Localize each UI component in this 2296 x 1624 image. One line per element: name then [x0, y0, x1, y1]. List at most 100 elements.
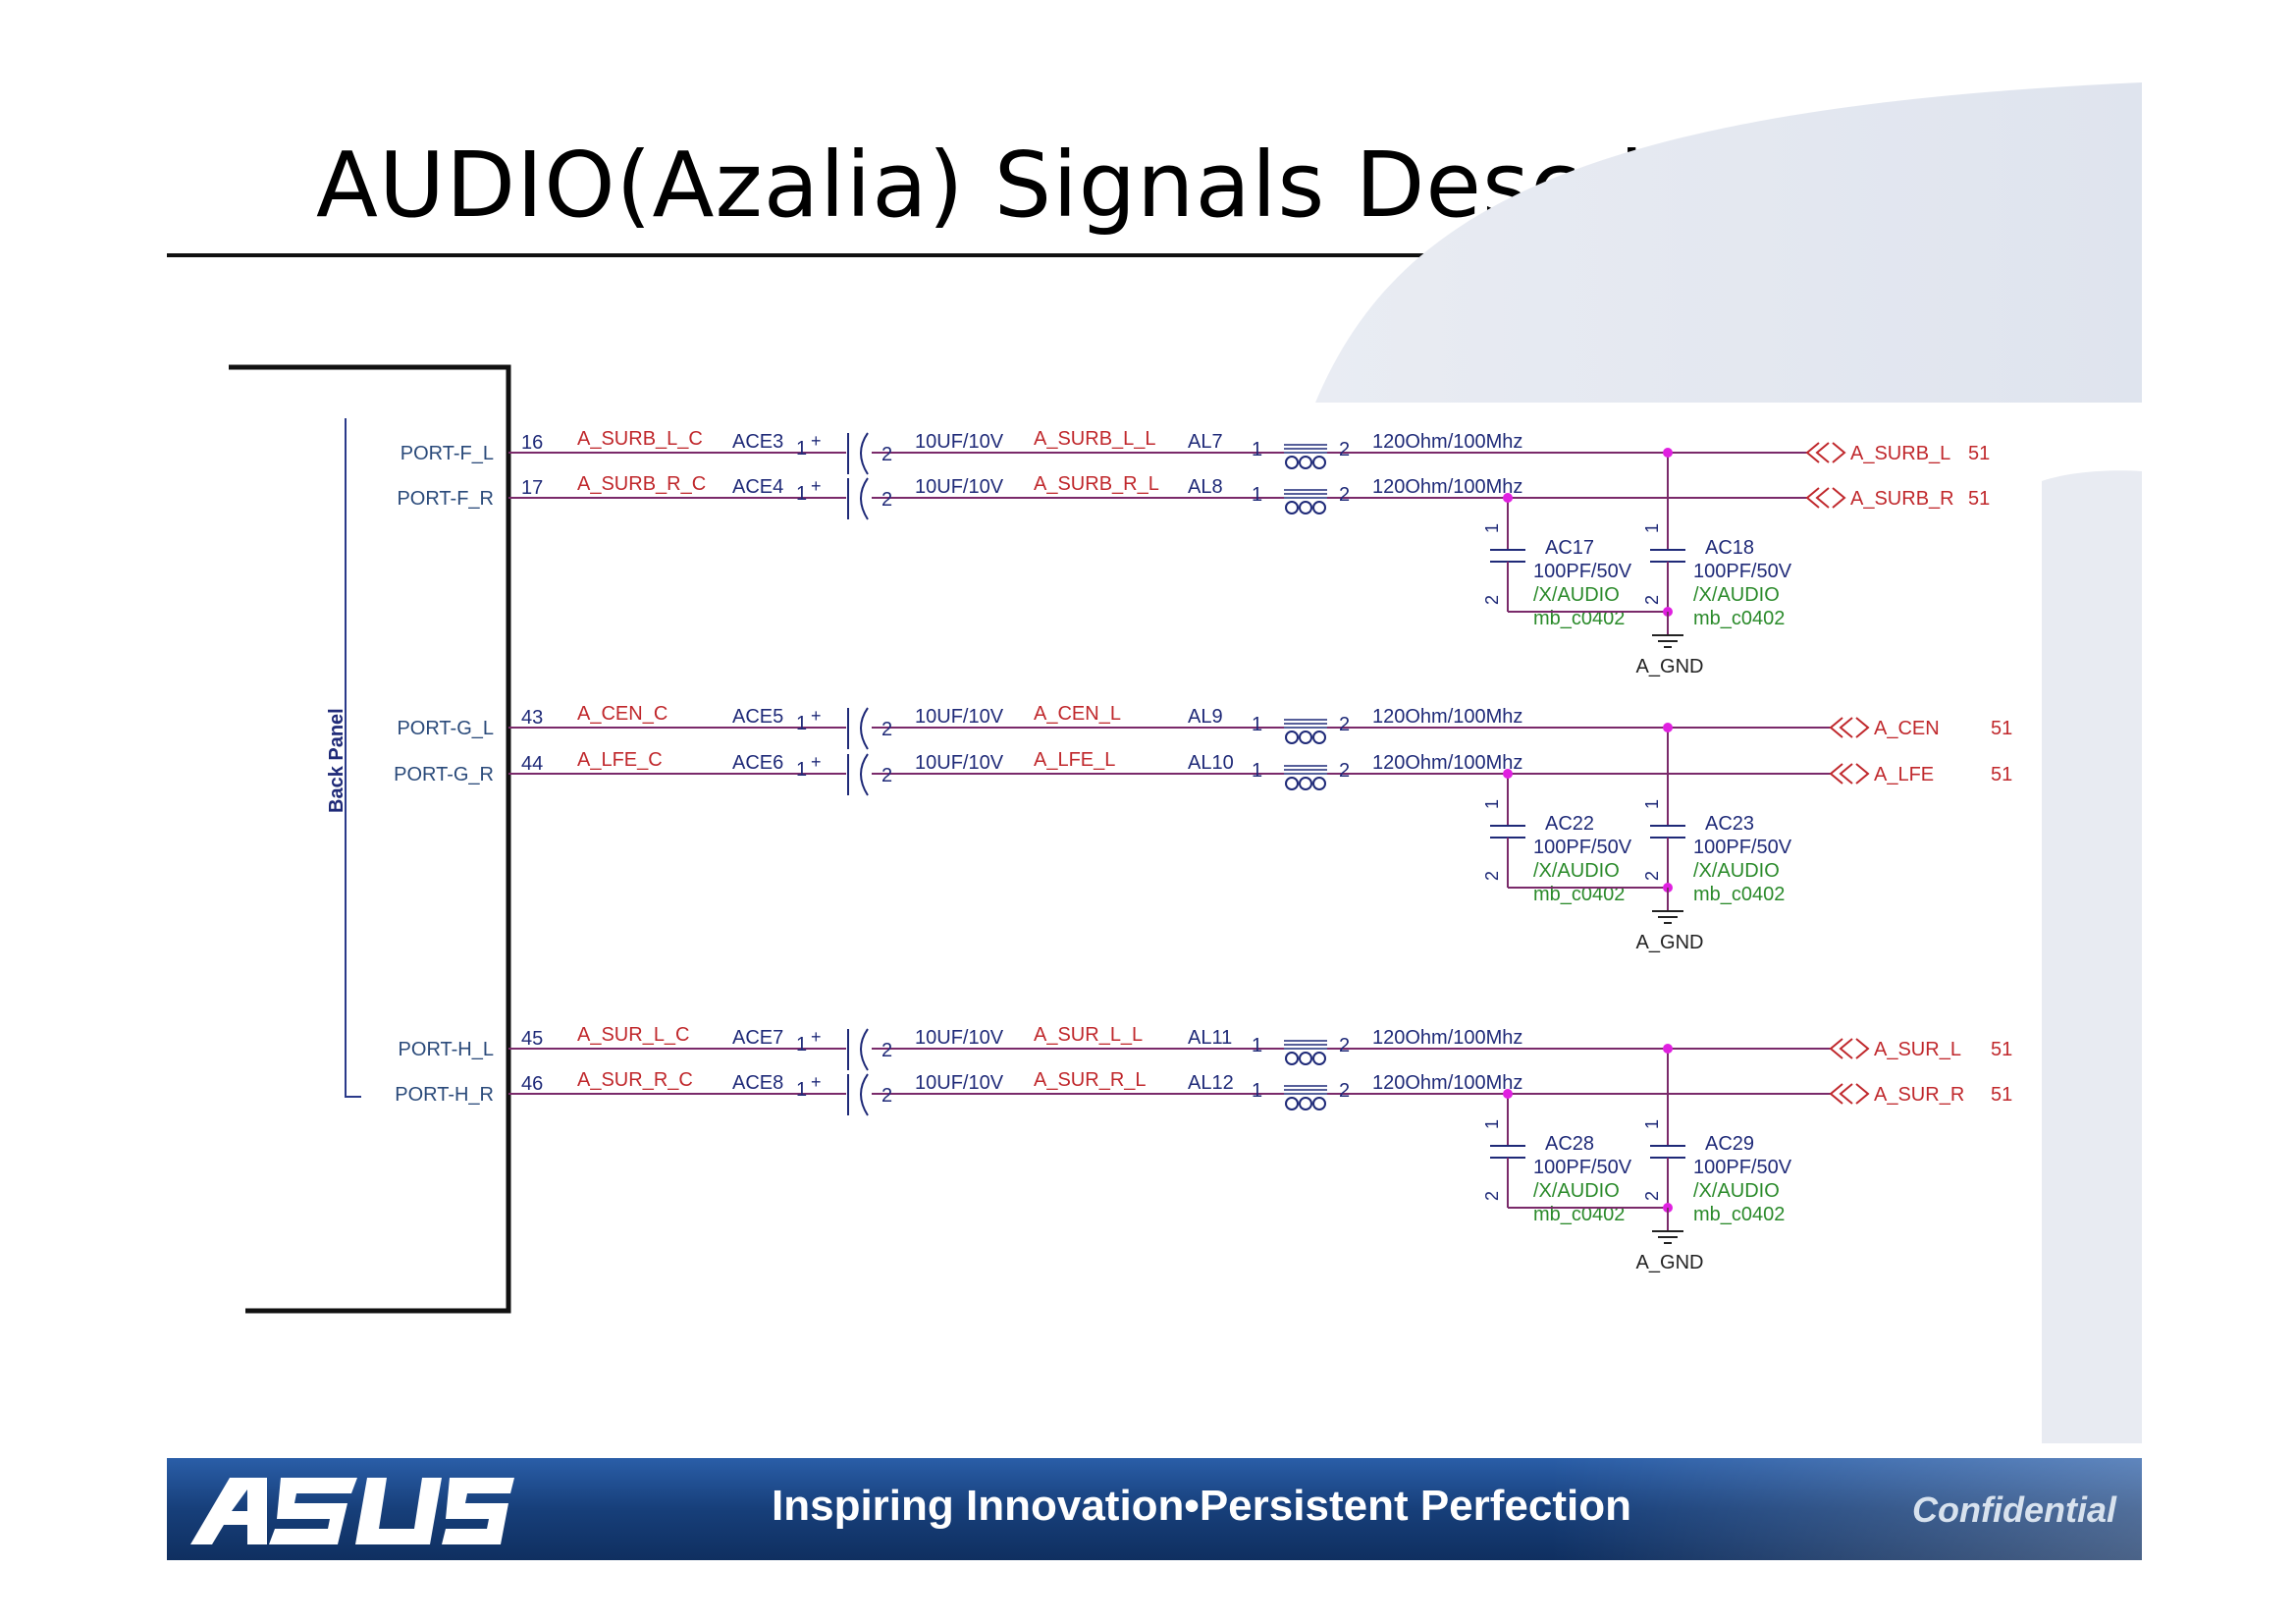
filter-cap-footprint: mb_c0402	[1533, 1204, 1625, 1225]
component-ref: AL8	[1188, 476, 1223, 498]
cap-plate-curved	[860, 1028, 869, 1071]
net-label: A_SURB_L_C	[577, 428, 703, 450]
filter-cap-variant: /X/AUDIO	[1693, 1180, 1780, 1202]
off-page-connector	[1805, 487, 1846, 509]
pin-number: 1	[1252, 484, 1262, 506]
back-panel-bracket-line	[345, 418, 361, 1098]
plus-sign: +	[811, 476, 822, 496]
bead-coil	[1312, 1052, 1326, 1065]
bead-coil	[1299, 777, 1312, 790]
net-label: A_LFE_C	[577, 749, 663, 771]
component-ref: ACE4	[732, 476, 783, 498]
net-label: A_SURB_R_L	[1034, 473, 1159, 495]
filter-cap-value: 100PF/50V	[1533, 561, 1632, 582]
off-page-connector	[1829, 1038, 1870, 1059]
net-label: A_CEN_C	[577, 703, 667, 725]
ground-label: A_GND	[1636, 656, 1704, 677]
off-page-net-label: A_SURB_L	[1850, 443, 1950, 464]
page-reference: 51	[1991, 764, 2012, 785]
port-label: PORT-G_R	[394, 764, 494, 785]
cap-plate-curved	[860, 1073, 869, 1116]
filter-cap-variant: /X/AUDIO	[1693, 860, 1780, 882]
ground-label: A_GND	[1636, 932, 1704, 953]
component-ref: ACE3	[732, 431, 783, 453]
filter-cap-footprint: mb_c0402	[1533, 884, 1625, 905]
pin-number: 1	[796, 438, 807, 460]
filter-cap-value: 100PF/50V	[1693, 837, 1792, 858]
pin-number: 2	[1482, 1191, 1502, 1201]
filter-cap-variant: /X/AUDIO	[1693, 584, 1780, 606]
pin-number: 44	[521, 753, 543, 775]
plus-sign: +	[811, 706, 822, 726]
pin-number: 16	[521, 432, 543, 454]
filter-cap-value: 100PF/50V	[1693, 561, 1792, 582]
filter-cap-value: 100PF/50V	[1533, 1157, 1632, 1178]
pin-number: 1	[1252, 714, 1262, 735]
pin-number: 43	[521, 707, 543, 729]
junction-dot	[1663, 1044, 1673, 1054]
pin-number: 2	[881, 1085, 892, 1107]
pin-number: 1	[1642, 799, 1662, 809]
off-page-net-label: A_SUR_L	[1874, 1039, 1961, 1060]
back-panel-label: Back Panel	[326, 708, 347, 813]
pin-number: 2	[1482, 595, 1502, 605]
filter-block: 12AC17100PF/50V/X/AUDIOmb_c040212AC18100…	[1482, 448, 1792, 677]
page-reference: 51	[1968, 488, 1990, 510]
bead-coil	[1312, 501, 1326, 514]
pin-number: 2	[881, 444, 892, 465]
cap-plate-curved	[860, 753, 869, 796]
ground-symbol	[1652, 1230, 1683, 1244]
component-ref: AL9	[1188, 706, 1223, 728]
asus-logo: ASUS	[190, 1478, 514, 1544]
net-label: A_LFE_L	[1034, 749, 1115, 771]
confidential-label: Confidential	[1912, 1489, 2116, 1530]
filter-cap-ref: AC22	[1545, 813, 1594, 835]
junction-dot	[1663, 448, 1673, 458]
pin-number: 1	[1482, 799, 1502, 809]
port-label: PORT-H_L	[399, 1039, 494, 1060]
filter-cap-variant: /X/AUDIO	[1533, 1180, 1620, 1202]
filter-cap-footprint: mb_c0402	[1693, 608, 1785, 629]
filter-block: 12AC22100PF/50V/X/AUDIOmb_c040212AC23100…	[1482, 723, 1792, 953]
background-swoosh	[1315, 82, 2142, 403]
bead-coil	[1312, 731, 1326, 744]
cap-plate-curved	[860, 432, 869, 475]
pin-number: 2	[1642, 595, 1662, 605]
filter-cap-footprint: mb_c0402	[1693, 884, 1785, 905]
bead-coil	[1299, 1052, 1312, 1065]
component-ref: AL12	[1188, 1072, 1234, 1094]
bead-coil	[1285, 777, 1299, 790]
filter-cap-variant: /X/AUDIO	[1533, 584, 1620, 606]
off-page-connector	[1805, 442, 1846, 463]
component-value: 10UF/10V	[915, 1027, 1004, 1049]
bead-coil	[1285, 456, 1299, 469]
pin-number: 2	[1482, 871, 1502, 881]
component-value: 10UF/10V	[915, 752, 1004, 774]
pin-number: 1	[1252, 1080, 1262, 1102]
pin-number: 1	[796, 713, 807, 734]
net-label: A_SURB_R_C	[577, 473, 706, 495]
bead-coil	[1285, 1097, 1299, 1110]
component-value: 120Ohm/100Mhz	[1372, 706, 1522, 728]
pin-number: 2	[881, 489, 892, 511]
net-label: A_SUR_L_L	[1034, 1024, 1143, 1046]
cap-plate-curved	[860, 477, 869, 520]
filter-cap-ref: AC17	[1545, 537, 1594, 559]
port-label: PORT-G_L	[397, 718, 494, 739]
ground-symbol	[1652, 910, 1683, 924]
off-page-connector	[1829, 1083, 1870, 1105]
pin-number: 2	[881, 719, 892, 740]
component-ref: ACE5	[732, 706, 783, 728]
component-ref: AL7	[1188, 431, 1223, 453]
pin-number: 2	[881, 765, 892, 786]
ground-symbol	[1652, 634, 1683, 648]
pin-number: 1	[796, 483, 807, 505]
pin-number: 1	[1252, 1035, 1262, 1056]
title-divider	[167, 253, 2142, 257]
filter-cap-ref: AC18	[1705, 537, 1754, 559]
pin-number: 1	[1642, 523, 1662, 533]
bead-coil	[1285, 501, 1299, 514]
